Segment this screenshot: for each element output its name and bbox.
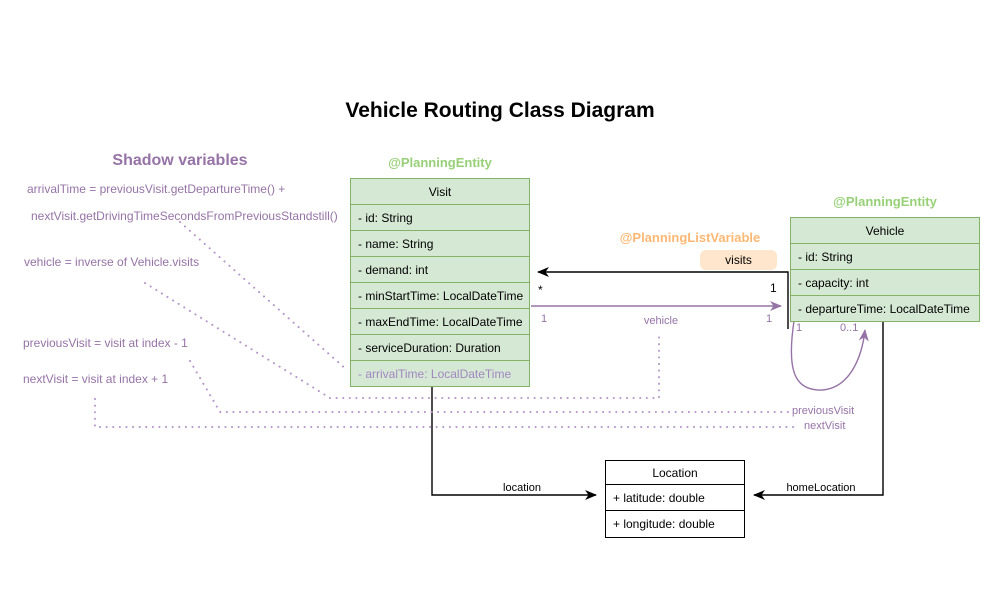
vehicle-class-name: Vehicle bbox=[865, 223, 905, 238]
location-class-name: Location bbox=[652, 465, 698, 480]
visit-field-arrival-time: - arrivalTime: LocalDateTime bbox=[351, 360, 529, 386]
visits-target-multiplicity: * bbox=[538, 283, 543, 297]
vehicle-target-multiplicity: 1 bbox=[766, 313, 773, 325]
vehicle-planning-entity-annotation: @PlanningEntity bbox=[833, 194, 937, 209]
vehicle-field-capacity: - capacity: int bbox=[791, 269, 979, 295]
next-visit-dotted-connector bbox=[94, 398, 800, 428]
visit-field-service-duration: - serviceDuration: Duration bbox=[351, 334, 529, 360]
vehicle-source-multiplicity: 1 bbox=[541, 313, 548, 325]
page-title: Vehicle Routing Class Diagram bbox=[345, 99, 655, 122]
vehicle-class-box: Vehicle - id: String - capacity: int - d… bbox=[790, 217, 980, 322]
location-field-latitude: + latitude: double bbox=[606, 484, 744, 510]
location-edge-label: location bbox=[503, 482, 541, 494]
vehicle-dotted-connector bbox=[144, 282, 660, 399]
visit-planning-entity-annotation: @PlanningEntity bbox=[388, 155, 492, 170]
home-location-association-line bbox=[753, 321, 884, 500]
self-loop-source-multiplicity: 1 bbox=[796, 322, 803, 334]
visits-association-line bbox=[537, 267, 789, 329]
shadow-line-previous-visit: previousVisit = visit at index - 1 bbox=[23, 336, 188, 350]
previous-next-self-loop-line bbox=[790, 320, 869, 391]
next-visit-edge-label: nextVisit bbox=[804, 420, 846, 432]
shadow-line-next-visit: nextVisit = visit at index + 1 bbox=[23, 372, 169, 386]
self-loop-target-multiplicity: 0..1 bbox=[840, 322, 859, 334]
visits-badge: visits bbox=[700, 250, 777, 270]
visits-source-multiplicity: 1 bbox=[770, 281, 777, 295]
vehicle-field-id: - id: String bbox=[791, 243, 979, 269]
visit-field-name: - name: String bbox=[351, 230, 529, 256]
shadow-line-arrival-time-2: nextVisit.getDrivingTimeSecondsFromPrevi… bbox=[31, 209, 338, 223]
planning-list-variable-annotation: @PlanningListVariable bbox=[619, 230, 761, 245]
vehicle-field-departure-time: - departureTime: LocalDateTime bbox=[791, 295, 979, 321]
previous-visit-edge-label: previousVisit bbox=[792, 405, 855, 417]
shadow-line-arrival-time-1: arrivalTime = previousVisit.getDeparture… bbox=[27, 182, 286, 196]
visit-class-box: Visit - id: String - name: String - dema… bbox=[350, 178, 530, 387]
shadow-line-vehicle: vehicle = inverse of Vehicle.visits bbox=[24, 255, 200, 269]
location-class-box: Location + latitude: double + longitude:… bbox=[605, 460, 745, 538]
visit-field-min-start-time: - minStartTime: LocalDateTime bbox=[351, 282, 529, 308]
home-location-edge-label: homeLocation bbox=[786, 482, 856, 494]
location-field-longitude: + longitude: double bbox=[606, 510, 744, 537]
previous-visit-dotted-connector bbox=[189, 360, 789, 413]
visit-field-demand: - demand: int bbox=[351, 256, 529, 282]
visit-class-name: Visit bbox=[428, 184, 452, 199]
arrival-time-dotted-connector bbox=[179, 221, 348, 371]
location-association-line bbox=[431, 386, 597, 500]
vehicle-edge-label: vehicle bbox=[643, 315, 679, 327]
visit-field-id: - id: String bbox=[351, 204, 529, 230]
visit-field-max-end-time: - maxEndTime: LocalDateTime bbox=[351, 308, 529, 334]
shadow-variables-heading: Shadow variables bbox=[112, 152, 248, 169]
